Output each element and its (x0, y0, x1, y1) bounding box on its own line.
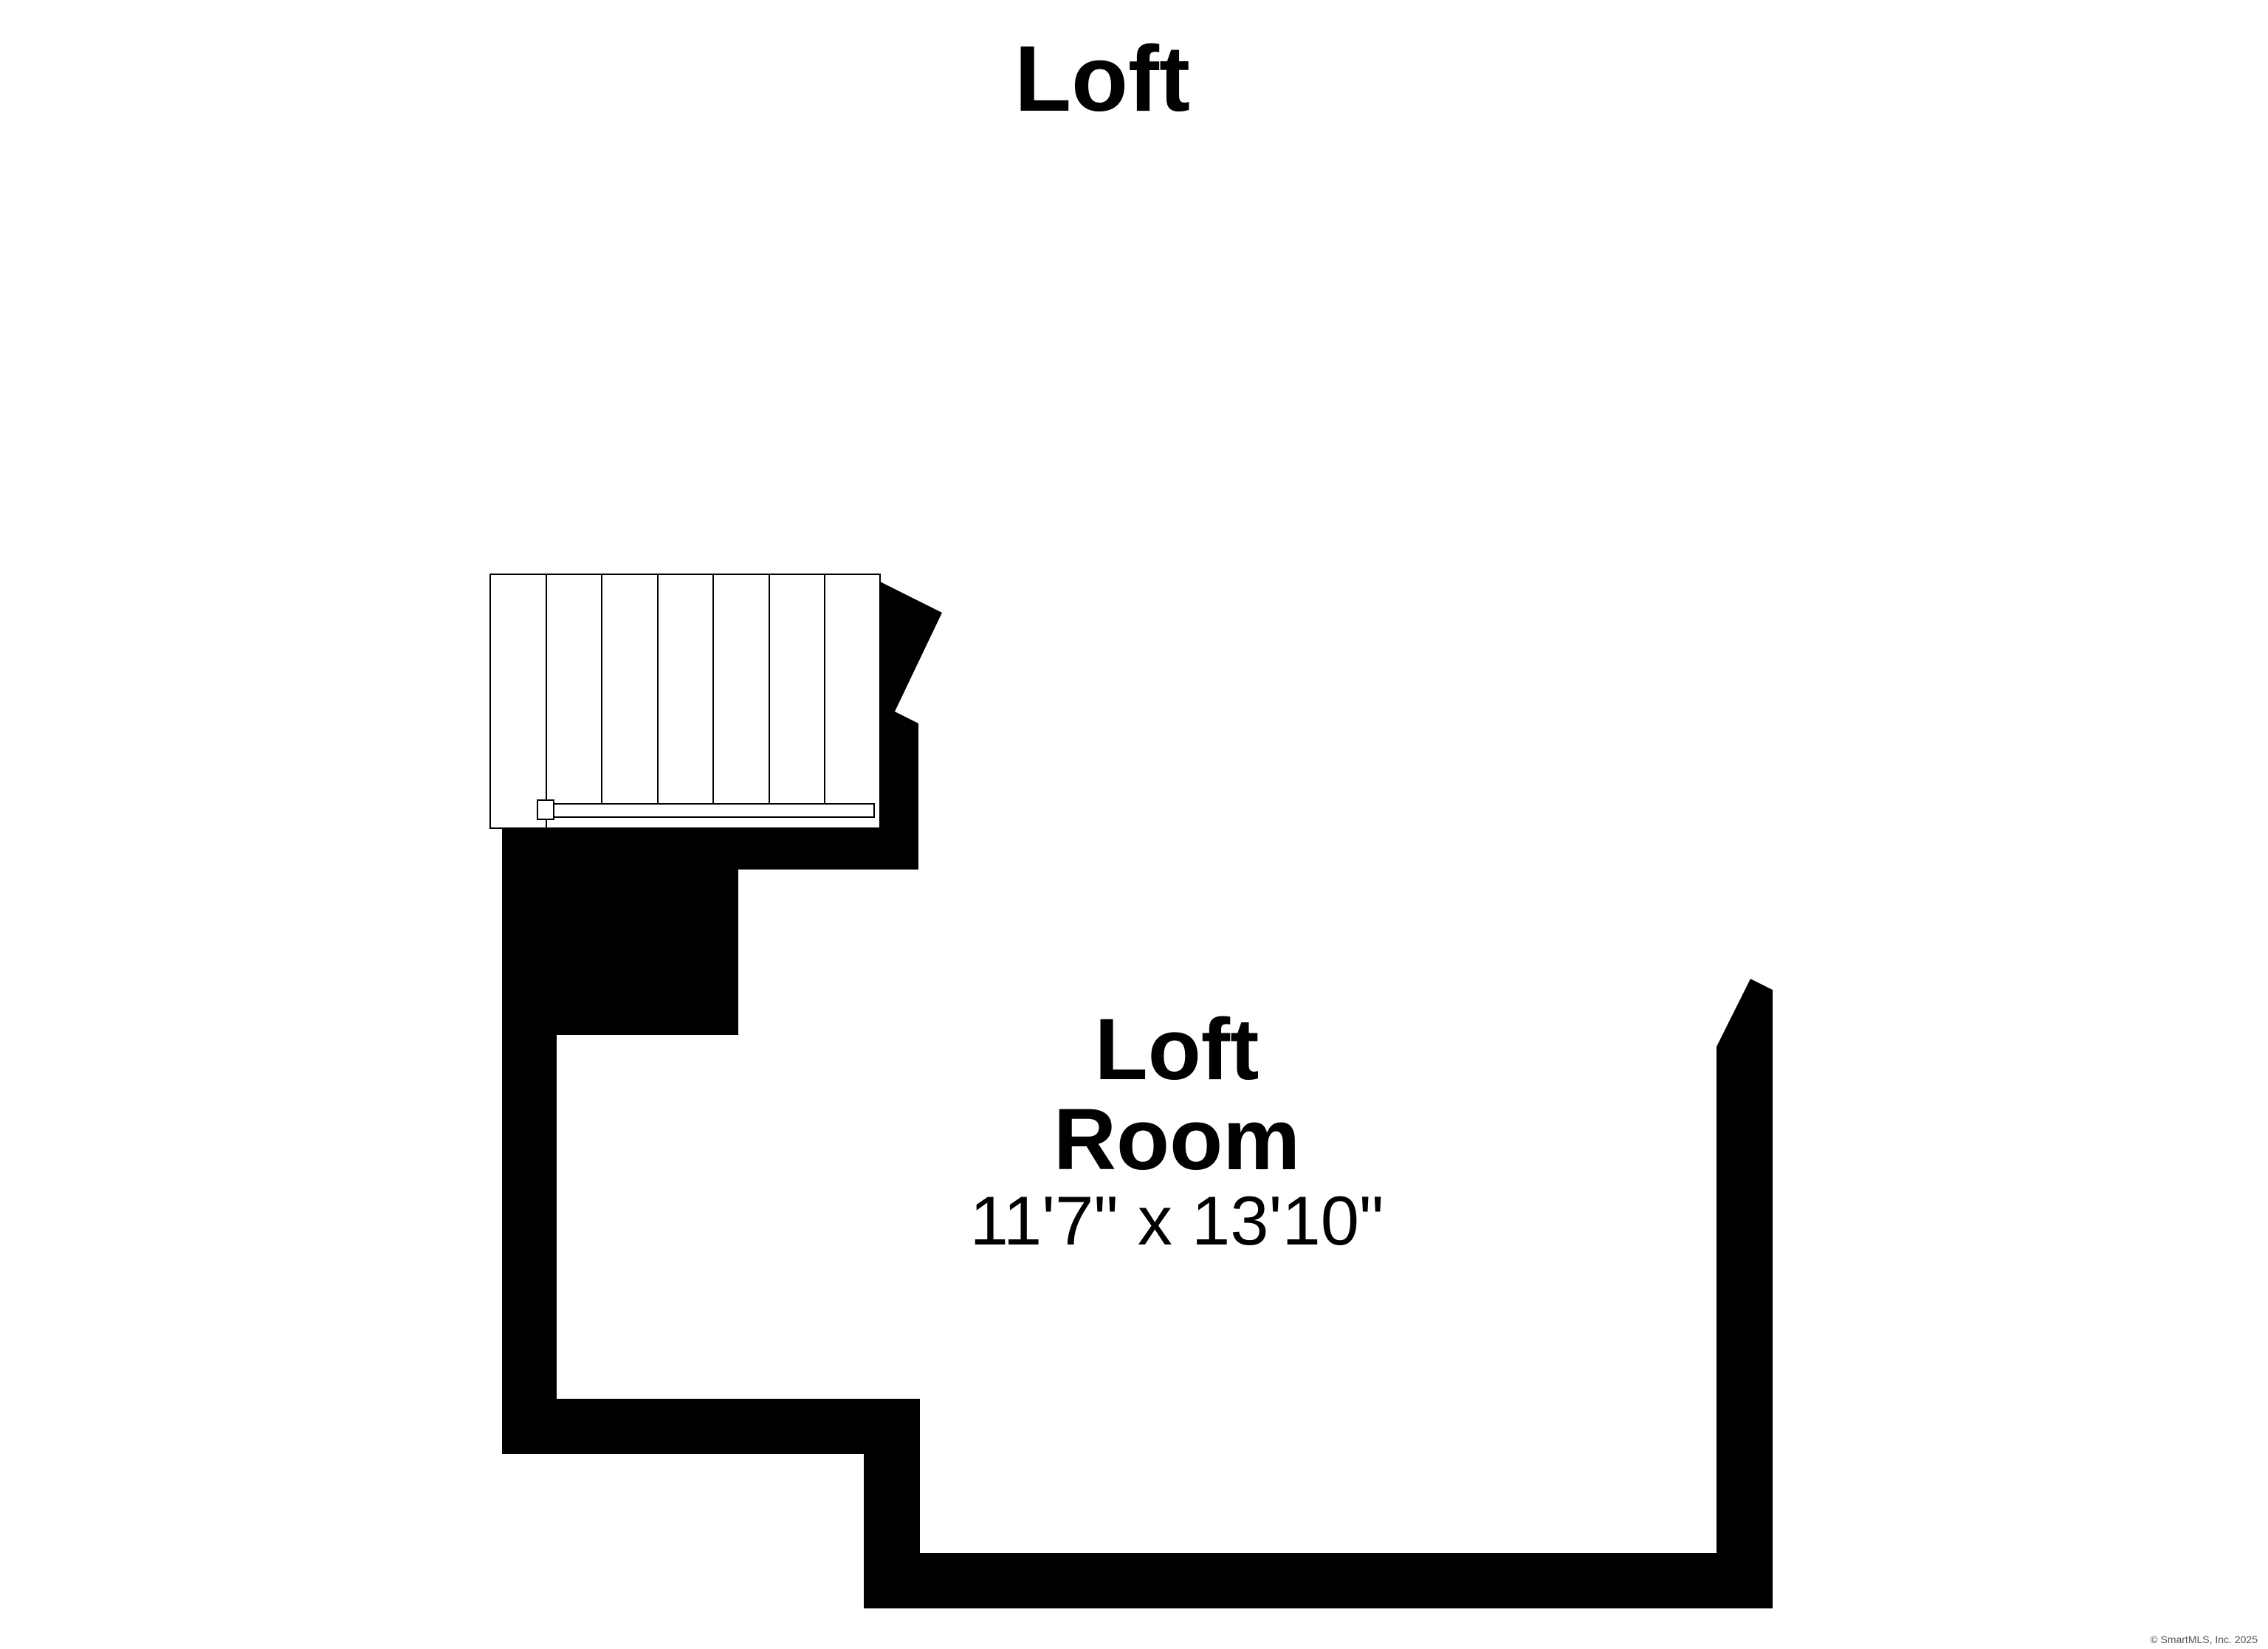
copyright-notice: © SmartMLS, Inc. 2025 (2150, 1633, 2258, 1645)
wall-main (502, 582, 942, 827)
room-dimensions: 11'7" x 13'10" (970, 1182, 1384, 1259)
stair-newel-post (537, 799, 554, 820)
wall-west (502, 827, 1773, 1608)
room-label: Loft Room 11'7" x 13'10" (970, 1001, 1384, 1259)
room-name-line2: Room (1054, 1091, 1300, 1188)
stair-outline (489, 574, 881, 829)
floor-title: Loft (1014, 27, 1190, 131)
walls (502, 582, 1773, 1608)
staircase (489, 574, 881, 829)
stair-landing-rail (553, 803, 875, 818)
room-name-line1: Loft (1095, 1001, 1260, 1098)
